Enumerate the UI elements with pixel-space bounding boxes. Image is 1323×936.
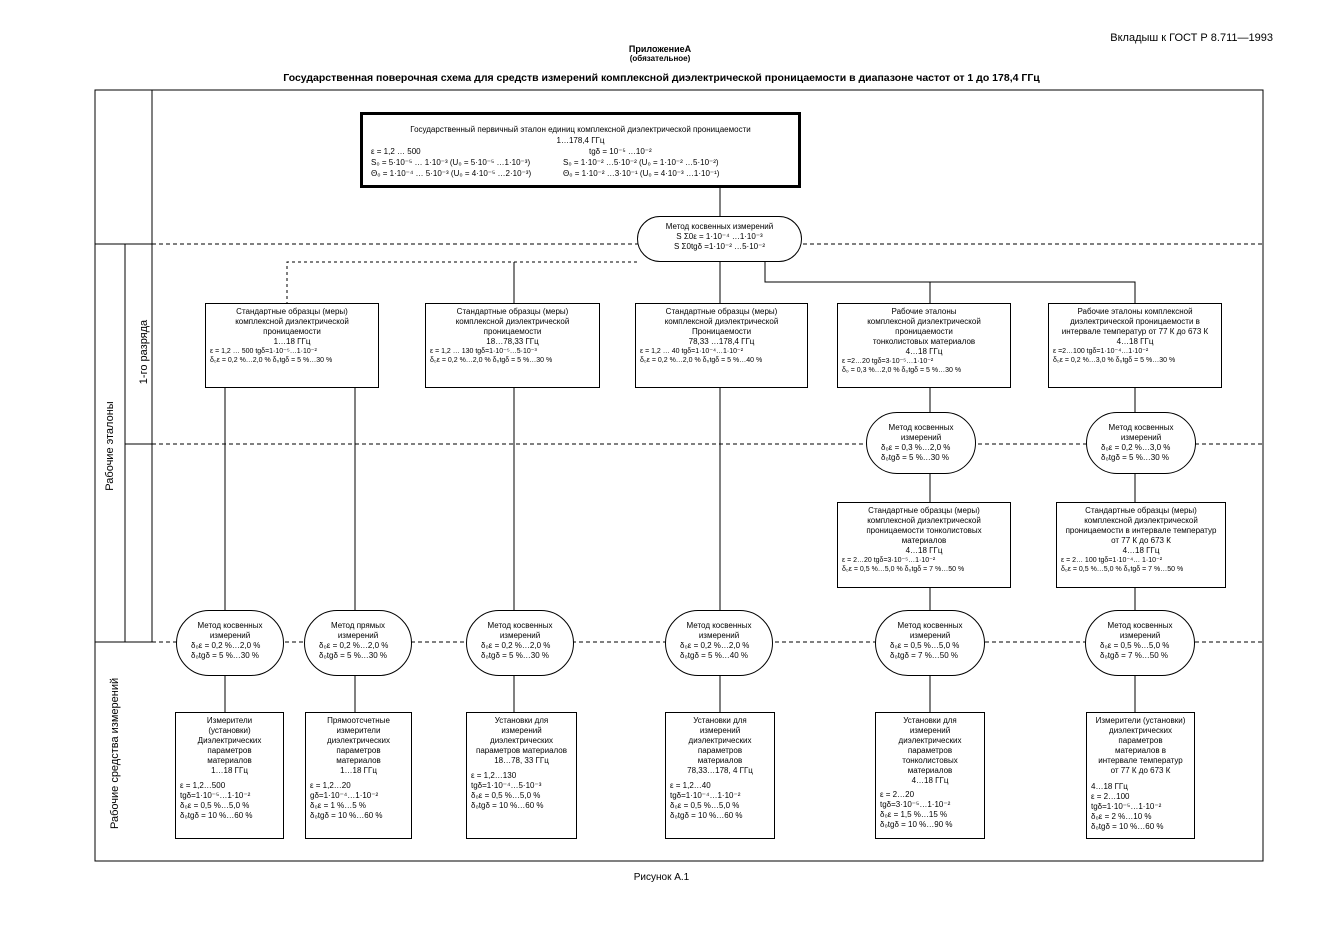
primary-param: Θ₀ = 1·10⁻² …3·10⁻¹ (U₀ = 4·10⁻³ …1·10⁻¹… — [563, 169, 720, 178]
primary-param: S₀ = 5·10⁻⁵ … 1·10⁻³ (U₀ = 5·10⁻⁵ …1·10⁻… — [371, 158, 531, 167]
method-top: Метод косвенных измерений S Σ0ε = 1·10⁻⁴… — [637, 216, 802, 262]
method-title: Метод косвенных измерений — [665, 222, 774, 231]
side-label-working-standards: Рабочие эталоны — [104, 401, 116, 491]
outer-frame — [94, 89, 1264, 862]
side-label-working-instruments: Рабочие средства измерений — [109, 677, 121, 829]
primary-param: tgδ = 10⁻⁵ …10⁻² — [589, 147, 652, 156]
primary-param: Θ₀ = 1·10⁻⁴ … 5·10⁻³ (U₀ = 4·10⁻⁵ …2·10⁻… — [371, 169, 532, 178]
header-ref: Вкладыш к ГОСТ Р 8.711—1993 — [1110, 32, 1273, 44]
figure-caption: Рисунок А.1 — [633, 872, 690, 883]
primary-range: 1…178,4 ГГц — [556, 136, 605, 145]
rank1-box: Стандартные образцы (меры)комплексной ди… — [635, 303, 808, 388]
primary-param: ε = 1,2 … 500 — [371, 147, 421, 156]
method-param: S Σ0ε = 1·10⁻⁴ …1·10⁻³ — [676, 232, 763, 241]
rank1-box: Стандартные образцы (меры)комплексной ди… — [425, 303, 600, 388]
page-title: Государственная поверочная схема для сре… — [283, 72, 1040, 84]
appendix-label: ПриложениеА (обязательное) — [628, 44, 692, 63]
primary-param: S₀ = 1·10⁻² …5·10⁻² (U₀ = 1·10⁻² …5·10⁻²… — [563, 158, 719, 167]
side-label-rank1: 1-го разряда — [138, 319, 150, 385]
method-param: S Σ0tgδ =1·10⁻² …5·10⁻² — [674, 242, 765, 251]
instrument-box: Измерители (установки)диэлектрических па… — [1086, 712, 1195, 839]
mid-box: Стандартные образцы (меры)комплексной ди… — [837, 502, 1011, 588]
primary-title: Государственный первичный эталон единиц … — [410, 125, 751, 134]
primary-standard-box: Государственный первичный эталон единиц … — [360, 112, 801, 188]
rank1-box: Стандартные образцы (меры)комплексной ди… — [205, 303, 379, 388]
mid-box: Стандартные образцы (меры)комплексной ди… — [1056, 502, 1226, 588]
